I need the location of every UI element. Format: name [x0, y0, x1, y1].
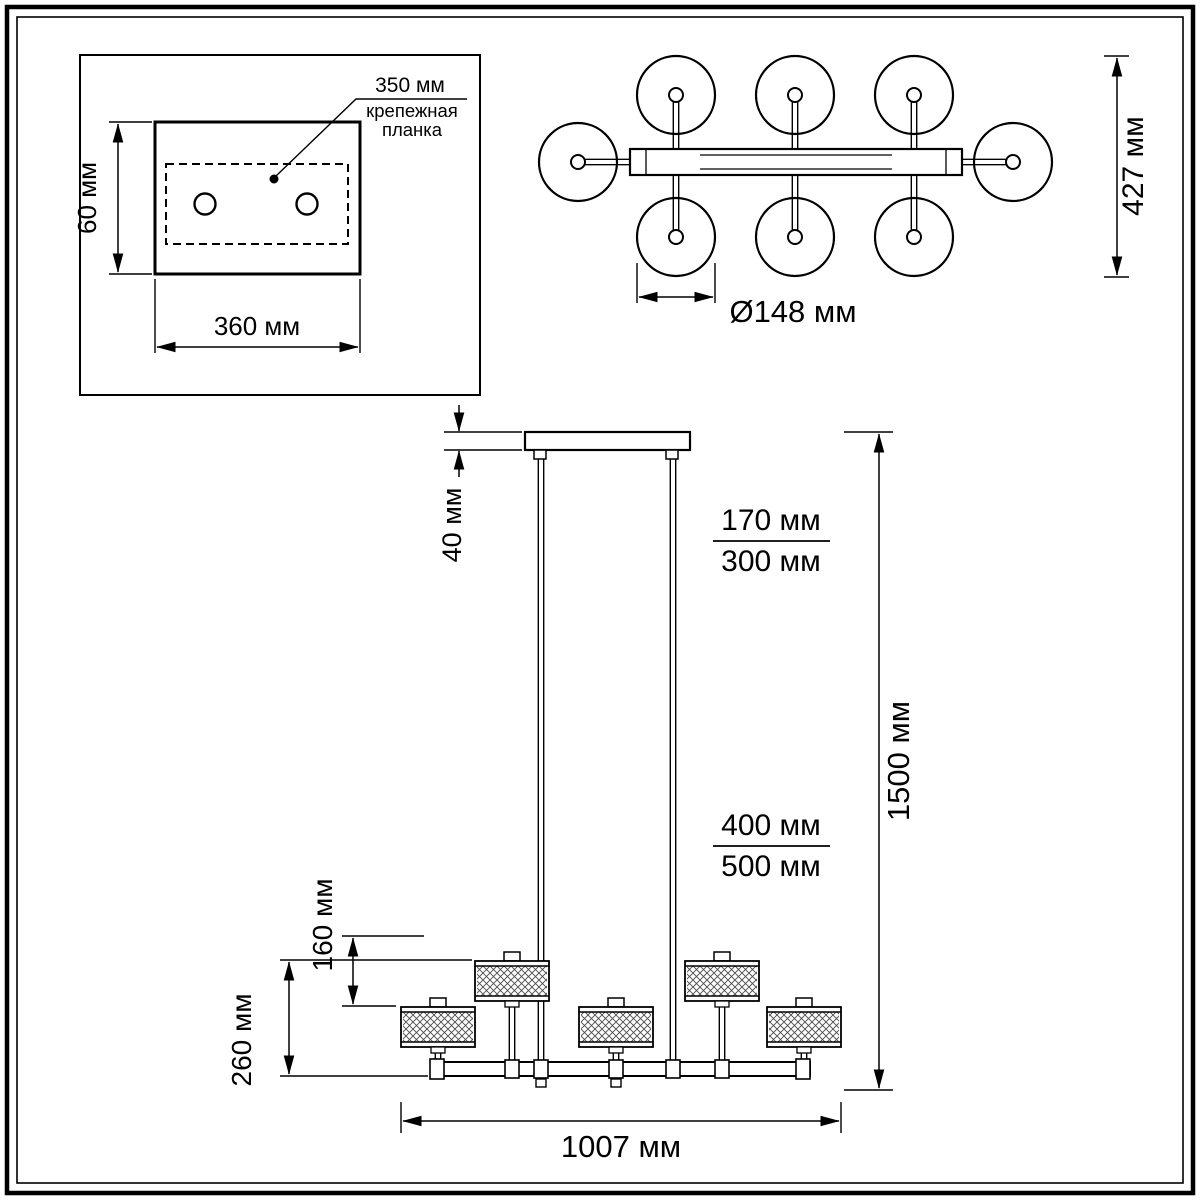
- plate-height-dimension: 60 мм: [72, 121, 152, 275]
- lower-height-label: 260 мм: [226, 994, 257, 1087]
- bar-name-line1: крепежная: [366, 100, 458, 121]
- bar-name-line2: планка: [382, 119, 443, 140]
- fixture-width-label: 1007 мм: [561, 1129, 681, 1164]
- shade-stems-top-view: [578, 95, 1013, 237]
- rod-max-label: 300 мм: [721, 545, 821, 578]
- plate-height-label: 60 мм: [72, 162, 102, 234]
- plate-width-label: 360 мм: [214, 311, 300, 341]
- cable-min-label: 400 мм: [721, 809, 821, 842]
- rod-length-dimension: 170 мм 300 мм: [713, 504, 830, 578]
- bar-length-label: 350 мм: [375, 74, 445, 97]
- shade-circles: [537, 54, 1054, 278]
- shade-right: [972, 121, 1054, 203]
- leader-line: [275, 98, 467, 177]
- shade-top-2: [754, 54, 836, 136]
- shade-left: [537, 121, 619, 203]
- arm-joints: [429, 1058, 811, 1088]
- shade-height-dimension: 160 мм: [307, 879, 424, 1007]
- lampshade-lower-left: [400, 997, 476, 1054]
- canopy-connectors: [533, 449, 679, 460]
- total-height-dimension: 1500 мм: [844, 431, 916, 1091]
- page-frame: [4, 4, 1196, 1196]
- shade-bottom-3: [873, 196, 955, 278]
- shade-bottom-1: [635, 196, 717, 278]
- shade-bottom-2: [754, 196, 836, 278]
- ceiling-canopy: [523, 430, 692, 452]
- suspension-rods: [537, 450, 677, 1063]
- cable-max-label: 500 мм: [721, 850, 821, 883]
- cable-length-dimension: 400 мм 500 мм: [713, 809, 830, 883]
- rod-min-label: 170 мм: [721, 504, 821, 537]
- lampshade-upper-right: [684, 951, 760, 1008]
- shade-height-label: 160 мм: [307, 879, 338, 972]
- lampshade-upper-left: [474, 951, 550, 1008]
- canopy-height-dimension: 40 мм: [437, 405, 522, 562]
- mounting-bar-dashed: [165, 163, 349, 245]
- total-height-label: 1500 мм: [881, 701, 916, 821]
- mounting-plate: [153, 120, 362, 276]
- top-view: 427 мм Ø148 мм: [537, 54, 1150, 329]
- top-view-bar: [628, 147, 964, 177]
- lower-height-dimension: 260 мм: [226, 959, 472, 1087]
- top-view-depth-dimension: 427 мм: [1104, 55, 1150, 278]
- lampshade-lower-right: [766, 997, 842, 1054]
- plate-width-dimension: 360 мм: [154, 279, 361, 353]
- leader-dot: [269, 174, 279, 184]
- shade-diameter-dimension: Ø148 мм: [636, 263, 857, 329]
- mounting-plate-detail: 350 мм крепежная планка 60 мм 360 мм: [72, 54, 481, 396]
- top-view-bar-details: [645, 149, 947, 175]
- detail-box: [79, 54, 481, 396]
- side-view: 40 мм 170 мм 300 мм 400 мм 500 мм 1500 м…: [226, 405, 916, 1164]
- shade-top-3: [873, 54, 955, 136]
- lampshade-lower-center: [578, 997, 654, 1054]
- shade-diameter-label: Ø148 мм: [729, 294, 856, 329]
- top-view-depth-label: 427 мм: [1117, 116, 1150, 216]
- mounting-hole-left: [193, 192, 217, 216]
- shade-center-dots: [570, 87, 1021, 245]
- shade-top-1: [635, 54, 717, 136]
- canopy-height-label: 40 мм: [437, 488, 467, 563]
- fixture-width-dimension: 1007 мм: [400, 1102, 842, 1164]
- mounting-hole-right: [295, 192, 319, 216]
